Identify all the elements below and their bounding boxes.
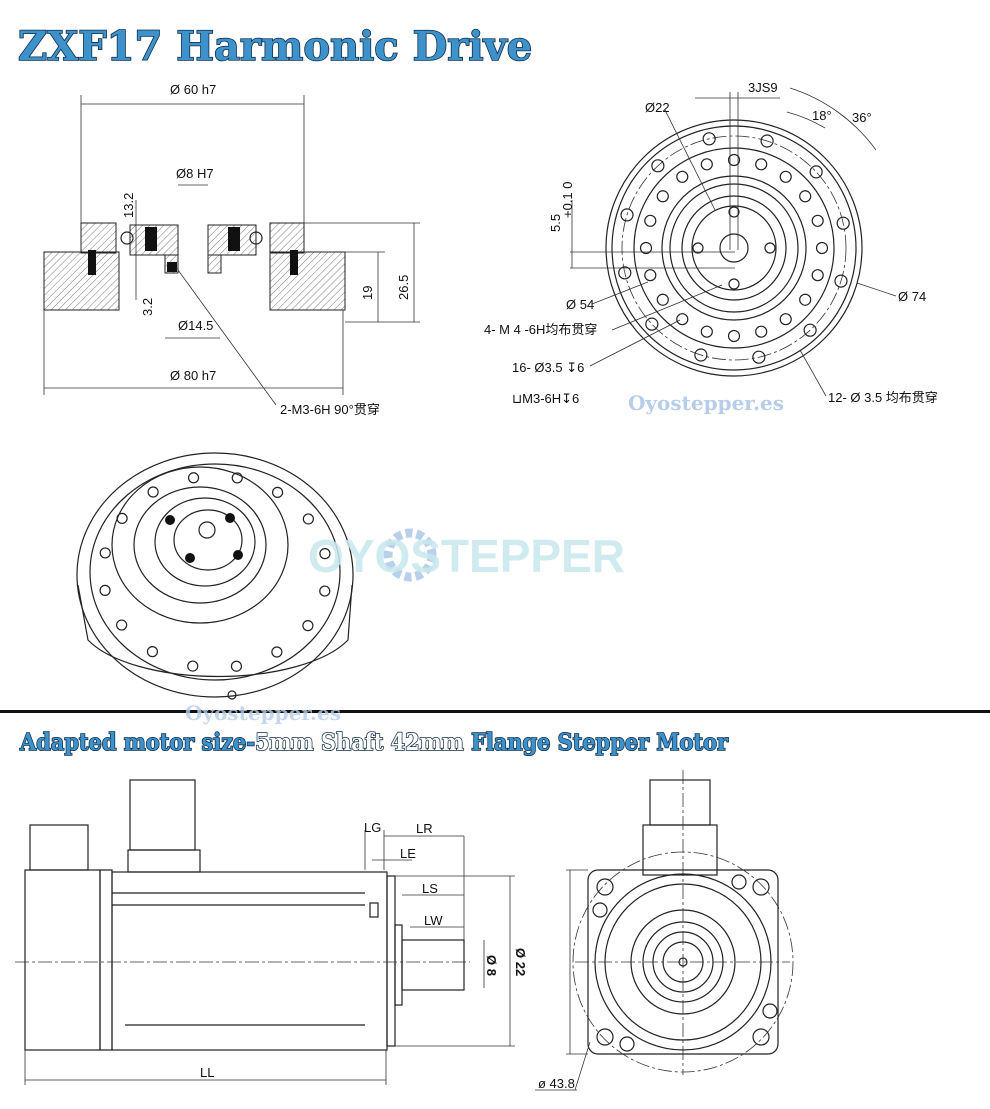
- bolt-hole: [815, 241, 829, 255]
- bolt-hole: [676, 170, 689, 183]
- bolt-hole: [116, 512, 128, 524]
- bolt-hole: [271, 486, 284, 498]
- bolt-hole: [811, 269, 824, 282]
- note-12-holes: 12- Ø 3.5 均布贯穿: [828, 390, 938, 405]
- bolt-hole: [302, 513, 314, 525]
- bolt-hole: [676, 313, 689, 326]
- bolt-hole: [799, 190, 812, 203]
- bolt-hole: [230, 660, 243, 672]
- bolt-hole: [755, 325, 768, 338]
- label-ll: LL: [200, 1065, 214, 1080]
- bolt-hole: [694, 348, 708, 362]
- watermark-site: Oyostepper.es: [628, 391, 784, 415]
- bolt-hole: [651, 159, 665, 173]
- bolt-hole: [752, 350, 766, 364]
- dim-22: Ø22: [645, 100, 670, 115]
- bolt-hole: [99, 547, 111, 559]
- dim-pilot-22: Ø 22: [513, 948, 528, 976]
- bolt-hole: [319, 548, 331, 560]
- bolt-hole: [836, 216, 850, 230]
- bolt-hole: [618, 266, 632, 280]
- bolt-hole: [146, 646, 159, 658]
- dim-19: 19: [360, 286, 375, 300]
- dim-bolt-circle: ø 43.8: [538, 1076, 575, 1091]
- bolt-hole: [760, 134, 774, 148]
- angle-36: 36°: [852, 110, 872, 125]
- bolt-hole: [755, 158, 768, 171]
- label-le: LE: [400, 846, 416, 861]
- bolt-hole: [727, 329, 741, 343]
- bolt-hole: [700, 158, 713, 171]
- bolt-hole: [727, 153, 741, 167]
- bolt-hole: [656, 190, 669, 203]
- note-m3: ⊔M3-6H↧6: [512, 391, 579, 406]
- dim-14-5: Ø14.5: [178, 318, 213, 333]
- dim-80h7: Ø 80 h7: [170, 368, 216, 383]
- watermark-brand: OYOSTEPPER: [308, 528, 625, 582]
- section-view: Ø 60 h7 Ø8 H7 13.2 3.2 Ø14.5 Ø 80 h7 19 …: [43, 82, 420, 417]
- bolt-hole: [728, 206, 740, 218]
- bolt-hole: [116, 619, 128, 631]
- tol-5-5: +0.1 0: [560, 181, 575, 218]
- harmonic-drive-title: ZXF17 Harmonic Drive: [18, 23, 532, 70]
- dim-3-2: 3.2: [140, 298, 155, 316]
- label-lg: LG: [364, 820, 381, 835]
- dim-5-5: 5.5: [548, 214, 563, 232]
- bolt-hole: [728, 278, 740, 290]
- bolt-hole: [645, 317, 659, 331]
- bolt-hole: [700, 325, 713, 338]
- bolt-hole: [644, 214, 657, 227]
- dim-3js9: 3JS9: [748, 80, 778, 95]
- bolt-hole: [779, 170, 792, 183]
- label-lr: LR: [416, 821, 433, 836]
- bolt-hole: [809, 165, 823, 179]
- dim-74: Ø 74: [898, 289, 926, 304]
- bolt-hole: [764, 242, 776, 254]
- dim-26-5: 26.5: [396, 275, 411, 300]
- label-ls: LS: [422, 881, 438, 896]
- isometric-view: [76, 452, 354, 700]
- bolt-hole: [231, 472, 243, 484]
- bolt-hole: [779, 313, 792, 326]
- watermark-site-2: Oyostepper.es: [185, 701, 341, 725]
- front-view: 3JS9 Ø22 18° 36° 5.5 +0.1 0 Ø 54 4- M 4 …: [484, 80, 938, 415]
- watermark-brand-text: OYOSTEPPER: [308, 530, 625, 582]
- bolt-hole: [147, 486, 159, 498]
- section-divider: [0, 710, 990, 713]
- bolt-hole: [302, 620, 314, 632]
- note-m3-thread: 2-M3-6H 90°贯穿: [280, 402, 380, 417]
- angle-18: 18°: [812, 108, 832, 123]
- bolt-hole: [811, 214, 824, 227]
- bolt-hole: [271, 646, 283, 658]
- bolt-hole: [187, 472, 200, 484]
- note-16-holes: 16- Ø3.5 ↧6: [512, 360, 584, 375]
- gear-icon: [383, 528, 437, 582]
- bolt-hole: [692, 242, 704, 254]
- motor-title: Adapted motor size-5mm Shaft 42mm Flange…: [19, 729, 729, 756]
- motor-front-view: ø 43.8: [535, 770, 794, 1091]
- bolt-hole: [187, 660, 199, 672]
- label-lw: LW: [424, 913, 443, 928]
- bolt-hole: [99, 584, 111, 596]
- dim-54: Ø 54: [566, 297, 594, 312]
- bolt-hole: [702, 132, 716, 146]
- dim-13-2: 13.2: [121, 193, 136, 218]
- dim-60h7: Ø 60 h7: [170, 82, 216, 97]
- bolt-hole: [656, 293, 669, 306]
- bolt-hole: [639, 241, 653, 255]
- note-m4: 4- M 4 -6H均布贯穿: [484, 322, 597, 337]
- bolt-hole: [644, 269, 657, 282]
- bolt-hole: [834, 274, 848, 288]
- dim-shaft-8: Ø 8: [484, 955, 499, 976]
- bolt-hole: [799, 293, 812, 306]
- dim-8h7: Ø8 H7: [176, 166, 214, 181]
- bolt-hole: [803, 323, 817, 337]
- motor-side-view: LG LR LE LS LW Ø 8 Ø 22 LL: [15, 779, 528, 1085]
- bolt-hole: [620, 208, 634, 222]
- bolt-hole: [319, 585, 331, 597]
